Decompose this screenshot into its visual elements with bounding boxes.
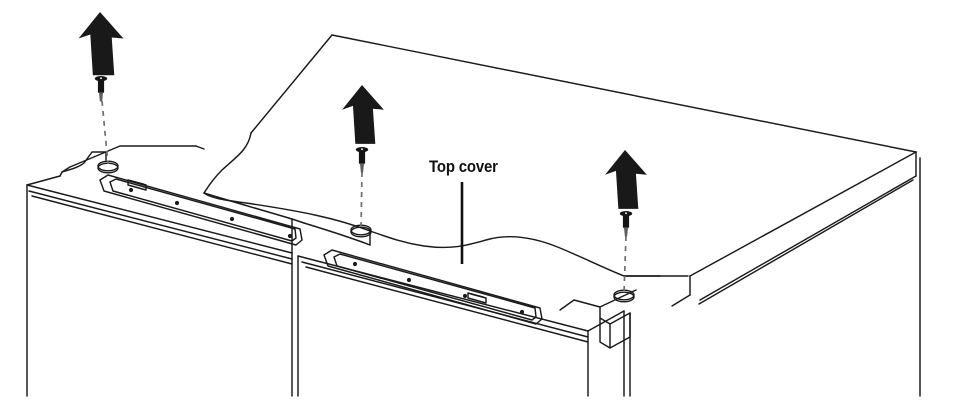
screw-middle <box>355 147 369 173</box>
screw-holes <box>97 160 635 303</box>
label-top-cover: Top cover <box>429 157 498 176</box>
alignment-line-right <box>623 235 627 294</box>
screw-left <box>94 76 108 102</box>
part-top-cover-panel <box>203 34 917 307</box>
alignment-line-middle <box>360 171 363 229</box>
fastener-dots <box>128 187 525 315</box>
alignment-line-left <box>101 100 109 165</box>
screw-right <box>619 211 633 237</box>
arrow-middle-up <box>342 85 384 144</box>
arrow-right-up <box>605 150 647 209</box>
part-left-cabinet <box>26 145 305 397</box>
arrow-left-up <box>78 12 124 76</box>
part-right-cabinet <box>297 157 921 397</box>
screw-alignment-lines <box>101 100 627 294</box>
